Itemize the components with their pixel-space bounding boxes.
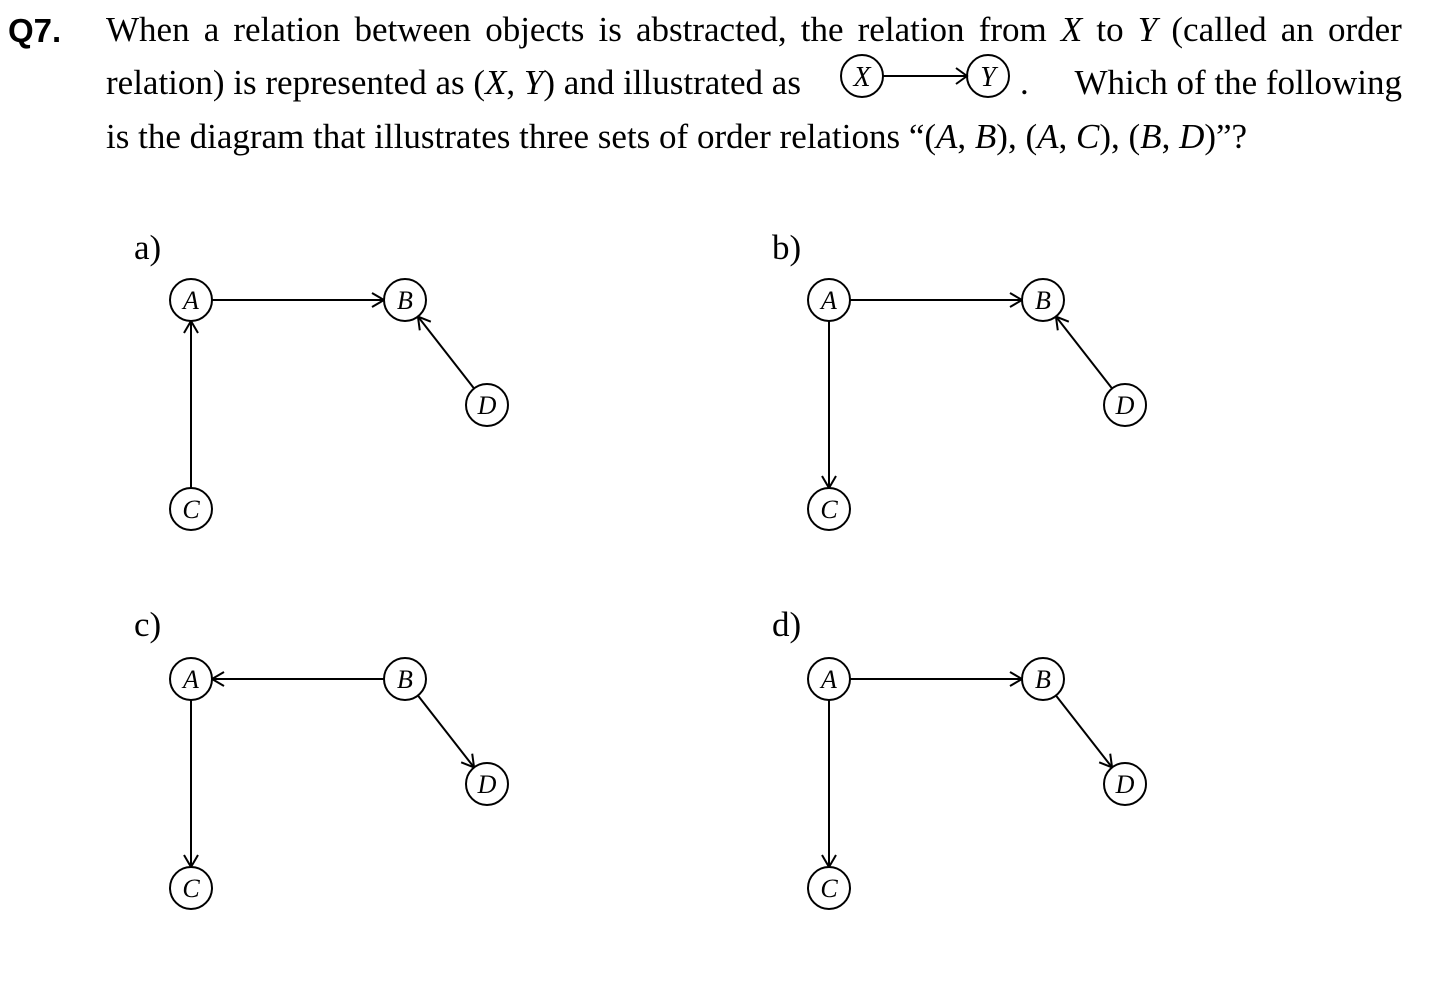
inline-arrowhead <box>955 67 969 85</box>
question-line-2-dot: . <box>1020 63 1029 102</box>
question-line-2-left: relation) is represented as (X, Y) and i… <box>106 63 801 102</box>
option-d-node-b-label: B <box>1035 665 1051 694</box>
option-b-edge-d-b <box>1055 315 1113 390</box>
inline-node-y-label: Y <box>980 62 999 93</box>
question-word: an <box>1280 10 1314 49</box>
question-word: relation <box>857 10 965 49</box>
option-a-node-b <box>383 278 427 322</box>
option-a-node-a <box>169 278 213 322</box>
question-word: from <box>978 10 1047 49</box>
option-d-node-c-label: C <box>820 874 838 903</box>
question-word: is <box>598 10 622 49</box>
option-a-edge-d-b <box>417 315 475 390</box>
inline-example-diagram: X Y <box>838 48 1018 113</box>
option-c-node-a <box>169 657 213 701</box>
inline-node-x-label: X <box>852 62 871 93</box>
question-number: Q7. <box>8 12 62 49</box>
option-c-node-b-label: B <box>397 665 413 694</box>
question-word: the <box>800 10 844 49</box>
option-b-node-d <box>1103 383 1147 427</box>
question-word: Y <box>1137 10 1158 49</box>
question-word: (called <box>1171 10 1267 49</box>
option-b-node-b <box>1021 278 1065 322</box>
option-d-node-b <box>1021 657 1065 701</box>
option-d-node-d <box>1103 762 1147 806</box>
option-c-node-d <box>465 762 509 806</box>
option-d-node-a <box>807 657 851 701</box>
option-c-node-d-label: D <box>477 770 497 799</box>
question-line-2: relation) is represented as (X, Y) and i… <box>106 63 801 103</box>
question-word: abstracted, <box>635 10 787 49</box>
option-d-node-c <box>807 866 851 910</box>
option-b-node-a-label: A <box>819 286 837 315</box>
option-b-label: b) <box>772 228 802 267</box>
option-c-edge-b-d <box>417 694 475 769</box>
option-a-node-d-label: D <box>477 391 497 420</box>
question-word: a <box>203 10 220 49</box>
option-c-label: c) <box>134 605 162 644</box>
option-a-node-b-label: B <box>397 286 413 315</box>
option-b-node-c-label: C <box>820 495 838 524</box>
question-word: relation <box>233 10 341 49</box>
question-line-2-right: Which of the following <box>1074 63 1402 102</box>
question-line-3: is the diagram that illustrates three se… <box>106 117 1248 156</box>
question-word: X <box>1060 10 1083 49</box>
option-a-node-a-label: A <box>181 286 199 315</box>
question-word: between <box>354 10 472 49</box>
option-b-node-a <box>807 278 851 322</box>
option-c-node-c-label: C <box>182 874 200 903</box>
option-a-label: a) <box>134 228 162 267</box>
option-d-node-a-label: A <box>819 665 837 694</box>
option-a-node-c-label: C <box>182 495 200 524</box>
option-b-node-c <box>807 487 851 531</box>
option-c-node-c <box>169 866 213 910</box>
option-d-edge-b-d <box>1055 694 1113 769</box>
option-d-node-d-label: D <box>1115 770 1135 799</box>
option-a-node-c <box>169 487 213 531</box>
option-c-node-b <box>383 657 427 701</box>
option-b-node-b-label: B <box>1035 286 1051 315</box>
option-a-node-d <box>465 383 509 427</box>
option-b-node-d-label: D <box>1115 391 1135 420</box>
question-word: to <box>1096 10 1124 49</box>
option-c-node-a-label: A <box>181 665 199 694</box>
question-word: When <box>106 10 190 49</box>
question-word: objects <box>485 10 585 49</box>
question-word: order <box>1327 10 1402 49</box>
option-d-label: d) <box>772 605 802 644</box>
